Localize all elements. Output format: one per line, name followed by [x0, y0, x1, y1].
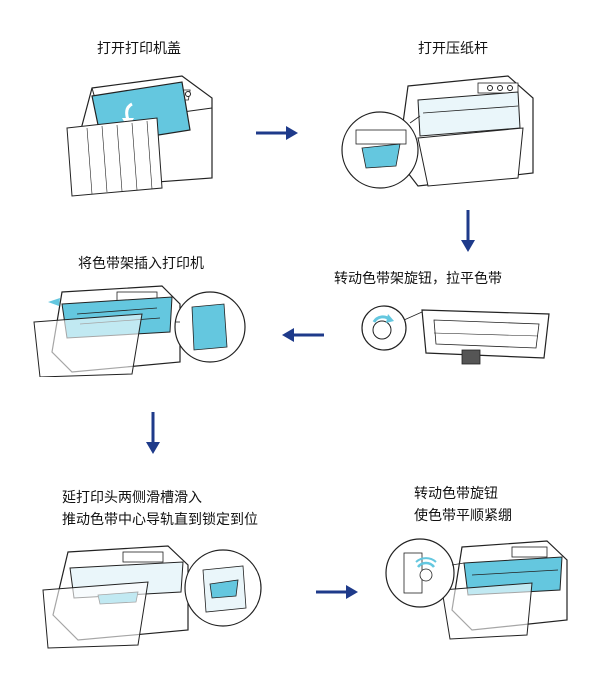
step-4-caption: 将色带架插入打印机: [78, 256, 204, 272]
step-6-caption-line-1: 转动色带旋钮: [414, 486, 498, 502]
arrow-down-icon: [144, 412, 162, 454]
step-2-illustration: [338, 68, 538, 198]
step-6-illustration: [382, 535, 572, 640]
arrow-right-icon: [316, 583, 358, 601]
step-5-illustration: [38, 540, 263, 650]
arrow-right-icon: [256, 124, 298, 142]
step-1-illustration: [62, 68, 222, 198]
arrow-down-icon: [459, 210, 477, 252]
step-1-caption: 打开打印机盖: [97, 41, 181, 57]
step-6-caption-line-2: 使色带平顺紧绷: [414, 508, 512, 524]
step-3-caption: 转动色带架旋钮，拉平色带: [334, 271, 502, 287]
step-5-caption-line-1: 延打印头两侧滑槽滑入: [62, 490, 202, 506]
arrow-left-icon: [282, 326, 324, 344]
step-2-caption: 打开压纸杆: [418, 41, 488, 57]
step-4-illustration: [32, 282, 247, 377]
step-5-caption-line-2: 推动色带中心导轨直到锁定到位: [62, 512, 258, 528]
step-3-illustration: [354, 298, 554, 378]
